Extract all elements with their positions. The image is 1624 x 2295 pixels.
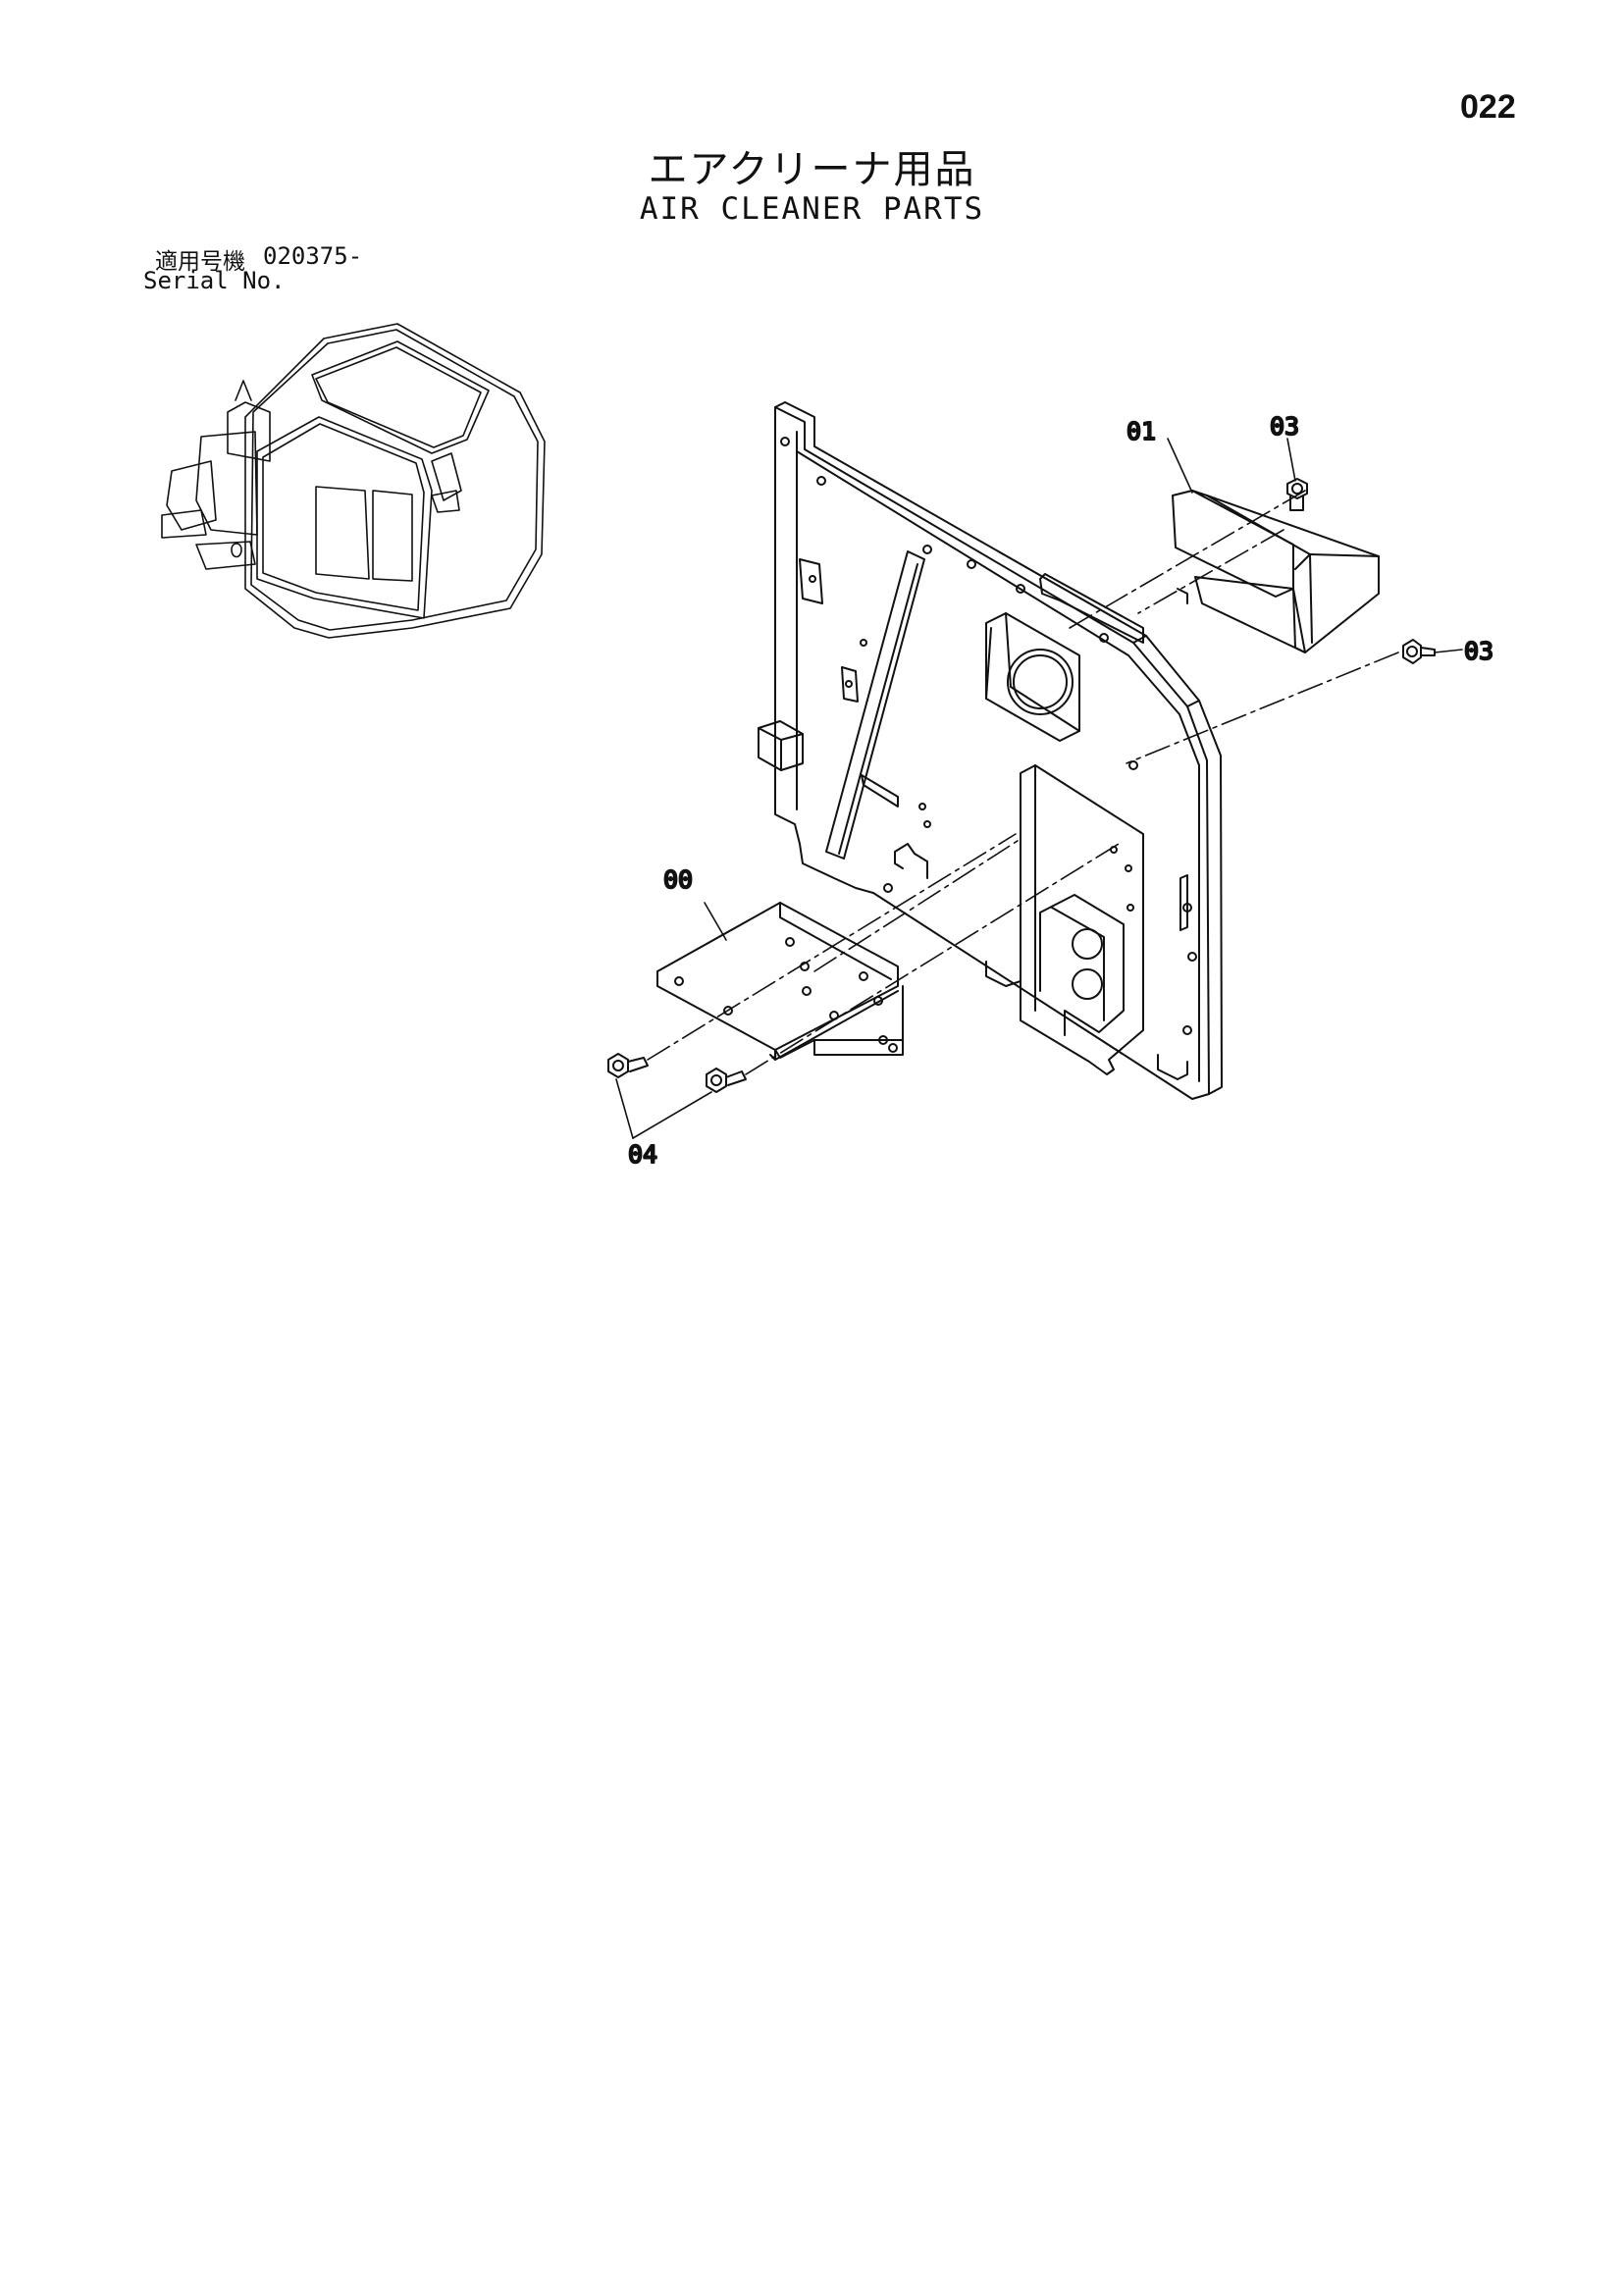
- assembly-center-lines: [647, 490, 1399, 1075]
- cover-01: [1172, 490, 1380, 653]
- upper-bracket-cutout: [985, 612, 1080, 742]
- callout-00: 00: [663, 865, 693, 894]
- callout-leaders: [615, 438, 1463, 1139]
- serial-number-value: 020375-: [263, 242, 363, 270]
- callout-04: 04: [628, 1140, 657, 1169]
- excavator-thumbnail: [161, 323, 546, 639]
- serial-label-japanese: 適用号機: [155, 249, 245, 275]
- bracket-00: [656, 902, 904, 1061]
- page-title-english: AIR CLEANER PARTS: [639, 191, 985, 227]
- page-title-japanese: エアクリーナ用品: [648, 147, 976, 192]
- callout-03-right: 03: [1464, 637, 1493, 665]
- small-brackets: [758, 558, 931, 828]
- bolt-03-upper: [1286, 478, 1308, 511]
- page-number: 022: [1460, 88, 1516, 126]
- callout-03-upper: 03: [1270, 412, 1299, 441]
- bolt-04-left: [607, 1053, 649, 1078]
- bolt-03-right: [1402, 639, 1436, 664]
- callout-01: 01: [1126, 417, 1156, 445]
- lower-panel: [1020, 764, 1144, 1075]
- serial-label-english: Serial No.: [143, 267, 286, 294]
- partition-plate: [774, 401, 1223, 1100]
- bolt-04-right: [706, 1068, 747, 1093]
- diagonal-stay: [825, 550, 925, 860]
